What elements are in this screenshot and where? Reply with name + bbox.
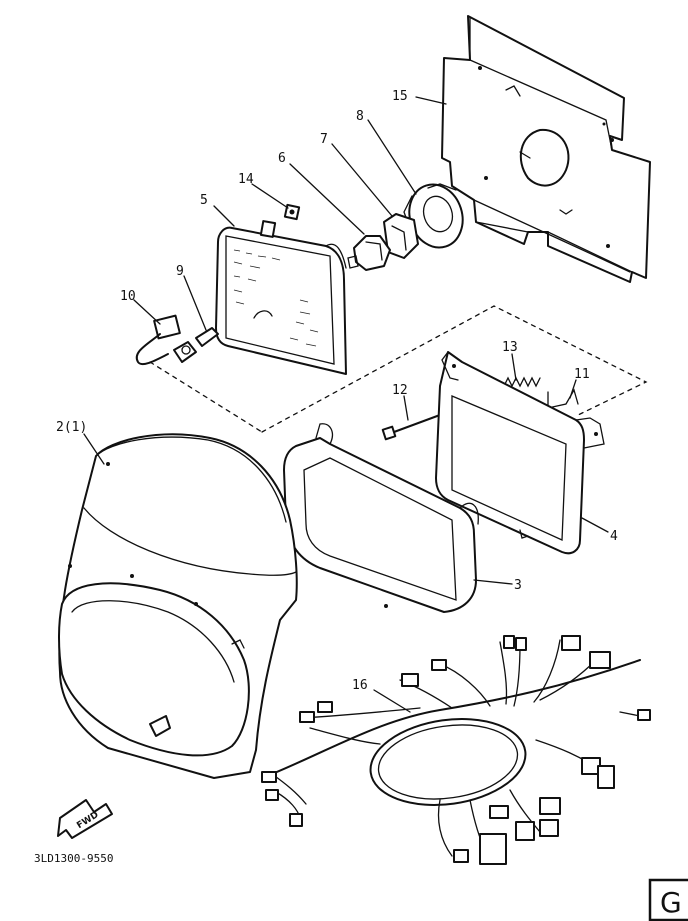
corner-tag: G bbox=[648, 878, 688, 921]
part-11-clip bbox=[547, 388, 579, 409]
label-10: 10 bbox=[120, 289, 136, 304]
label-6: 6 bbox=[278, 151, 286, 166]
part-9-position-bulb bbox=[195, 327, 219, 347]
label-11: 11 bbox=[574, 367, 590, 382]
label-4: 4 bbox=[610, 529, 618, 544]
label-15: 15 bbox=[392, 89, 408, 104]
label-9: 9 bbox=[176, 264, 184, 279]
label-16: 16 bbox=[352, 678, 368, 693]
label-13: 13 bbox=[502, 340, 518, 355]
label-2-1: 2(1) bbox=[56, 420, 87, 435]
corner-tag-letter: G bbox=[660, 886, 682, 919]
part-13-spring bbox=[503, 376, 541, 388]
lens-pattern bbox=[233, 249, 319, 347]
part-16-wire-harness bbox=[261, 635, 651, 865]
part-6-bulb bbox=[347, 235, 391, 271]
label-14: 14 bbox=[238, 172, 254, 187]
part-10-socket-lead bbox=[135, 314, 197, 366]
part-14-nut bbox=[283, 203, 301, 221]
label-7: 7 bbox=[320, 132, 328, 147]
label-12: 12 bbox=[392, 383, 408, 398]
label-8: 8 bbox=[356, 109, 364, 124]
part-15-bracket-plate bbox=[441, 15, 651, 283]
part-4-mount-frame bbox=[435, 351, 605, 555]
part-3-rim bbox=[283, 423, 479, 613]
label-5: 5 bbox=[200, 193, 208, 208]
part-labels: 15 8 7 6 14 5 9 10 13 11 12 2(1) 4 3 16 bbox=[56, 89, 618, 693]
drawing-code: 3LD1300-9550 bbox=[34, 852, 113, 865]
part-5-headlight-unit bbox=[215, 220, 347, 375]
label-3: 3 bbox=[514, 578, 522, 593]
leader-lines bbox=[83, 96, 609, 713]
part-2-fairing bbox=[58, 433, 298, 779]
fwd-arrow: FWD bbox=[57, 799, 113, 839]
